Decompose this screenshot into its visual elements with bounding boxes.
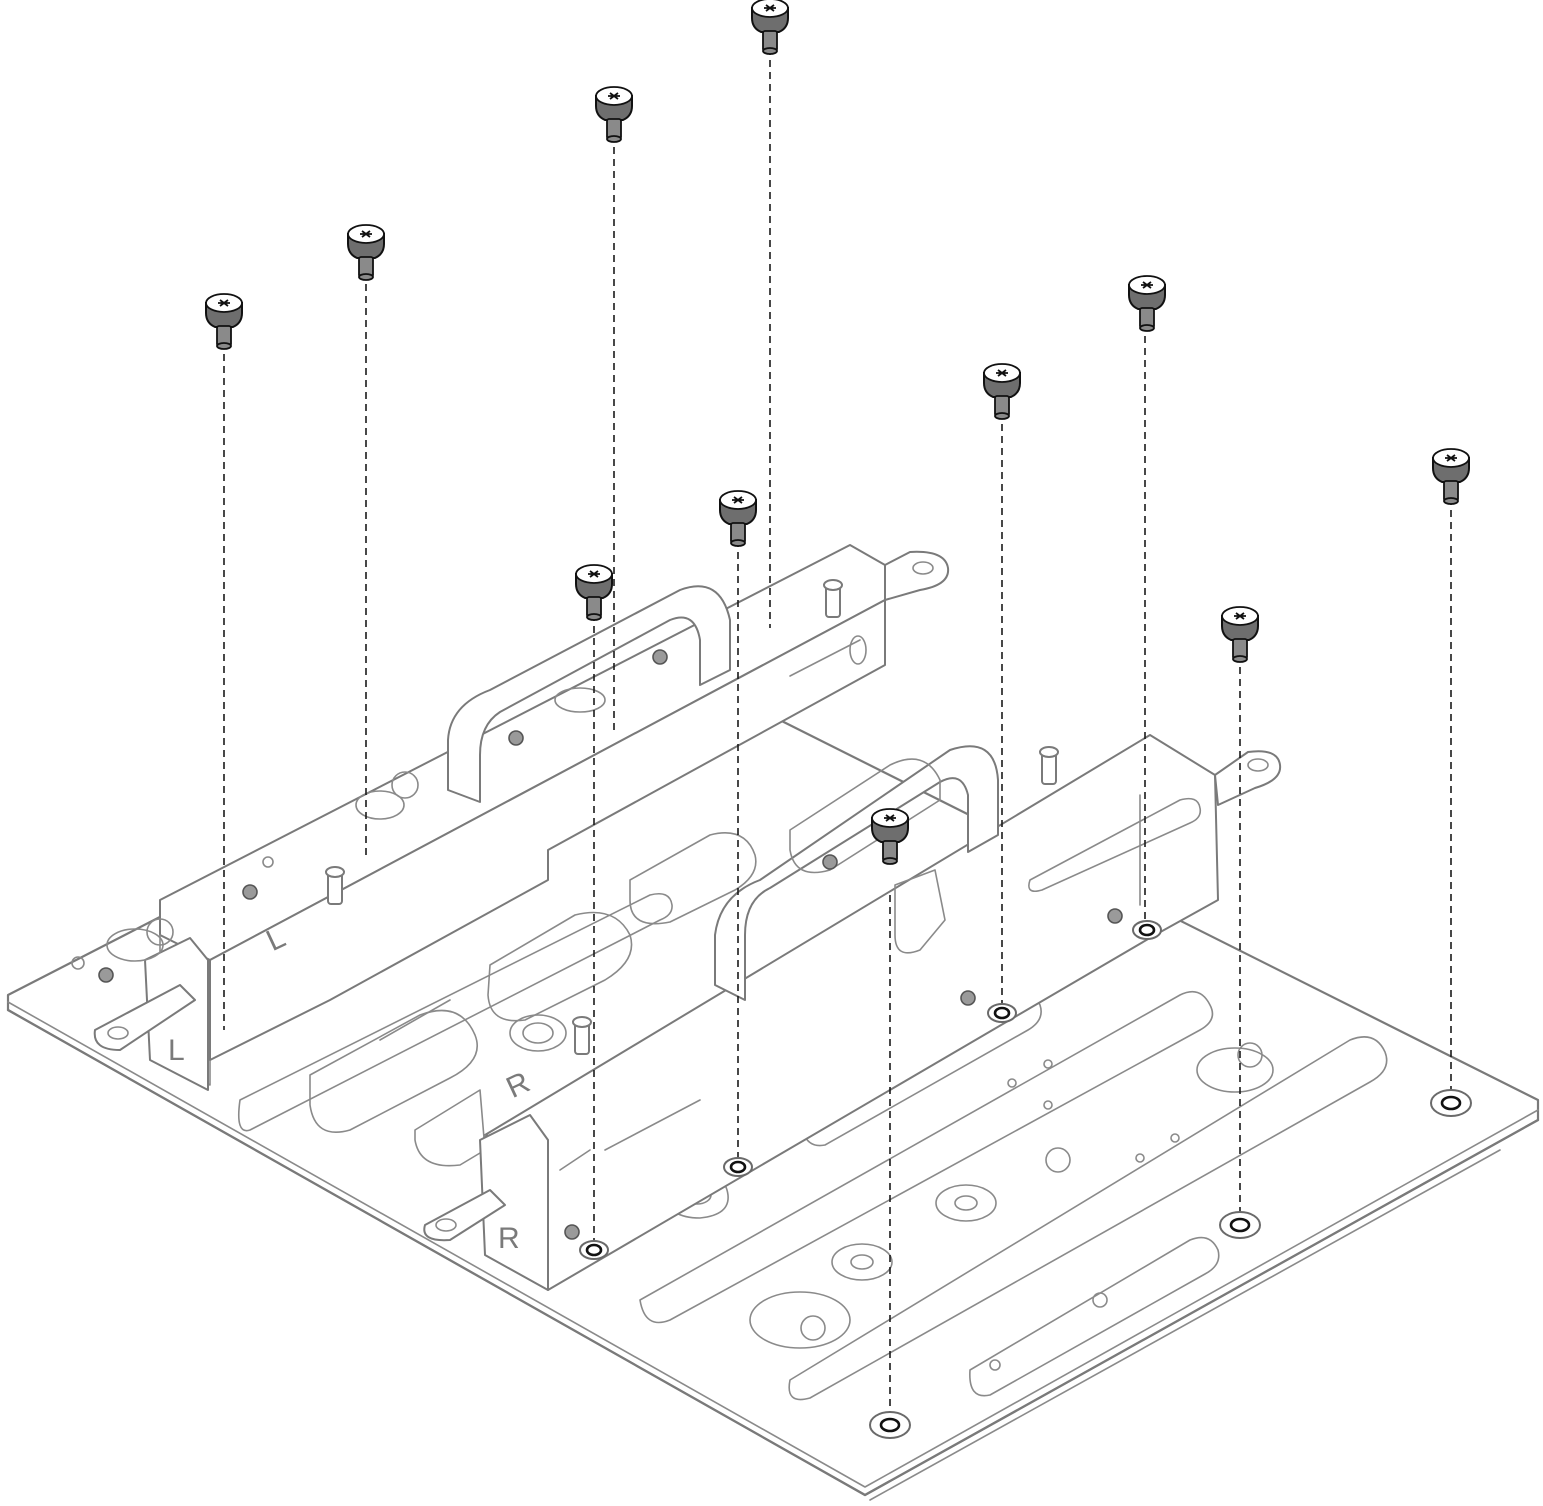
guide-lines bbox=[223, 48, 1452, 1425]
screws bbox=[205, 0, 1470, 865]
screw-hole-icon bbox=[579, 1240, 609, 1260]
screw-icon bbox=[751, 0, 789, 55]
screw-icon bbox=[347, 224, 385, 281]
screw-icon bbox=[575, 564, 613, 621]
screw-hole-icon bbox=[1219, 1211, 1261, 1239]
screw-icon bbox=[1432, 448, 1470, 505]
screw-hole-icon bbox=[723, 1157, 753, 1177]
screw-hole-icon bbox=[1132, 920, 1162, 940]
screw-icon bbox=[1128, 275, 1166, 332]
screw-icon bbox=[983, 363, 1021, 420]
label-right-side: R bbox=[498, 1222, 520, 1255]
right-bracket: R R bbox=[423, 734, 1282, 1291]
screw-icon bbox=[205, 293, 243, 350]
screw-hole-icon bbox=[1430, 1089, 1472, 1117]
label-left-side: L bbox=[168, 1034, 185, 1067]
screw-hole-icon bbox=[987, 1003, 1017, 1023]
screw-hole-icon bbox=[869, 1411, 911, 1439]
screw-icon bbox=[1221, 606, 1259, 663]
screw-icon bbox=[719, 490, 757, 547]
left-bracket: L L bbox=[93, 544, 950, 1167]
screw-holes bbox=[579, 920, 1472, 1439]
screw-icon bbox=[595, 86, 633, 143]
